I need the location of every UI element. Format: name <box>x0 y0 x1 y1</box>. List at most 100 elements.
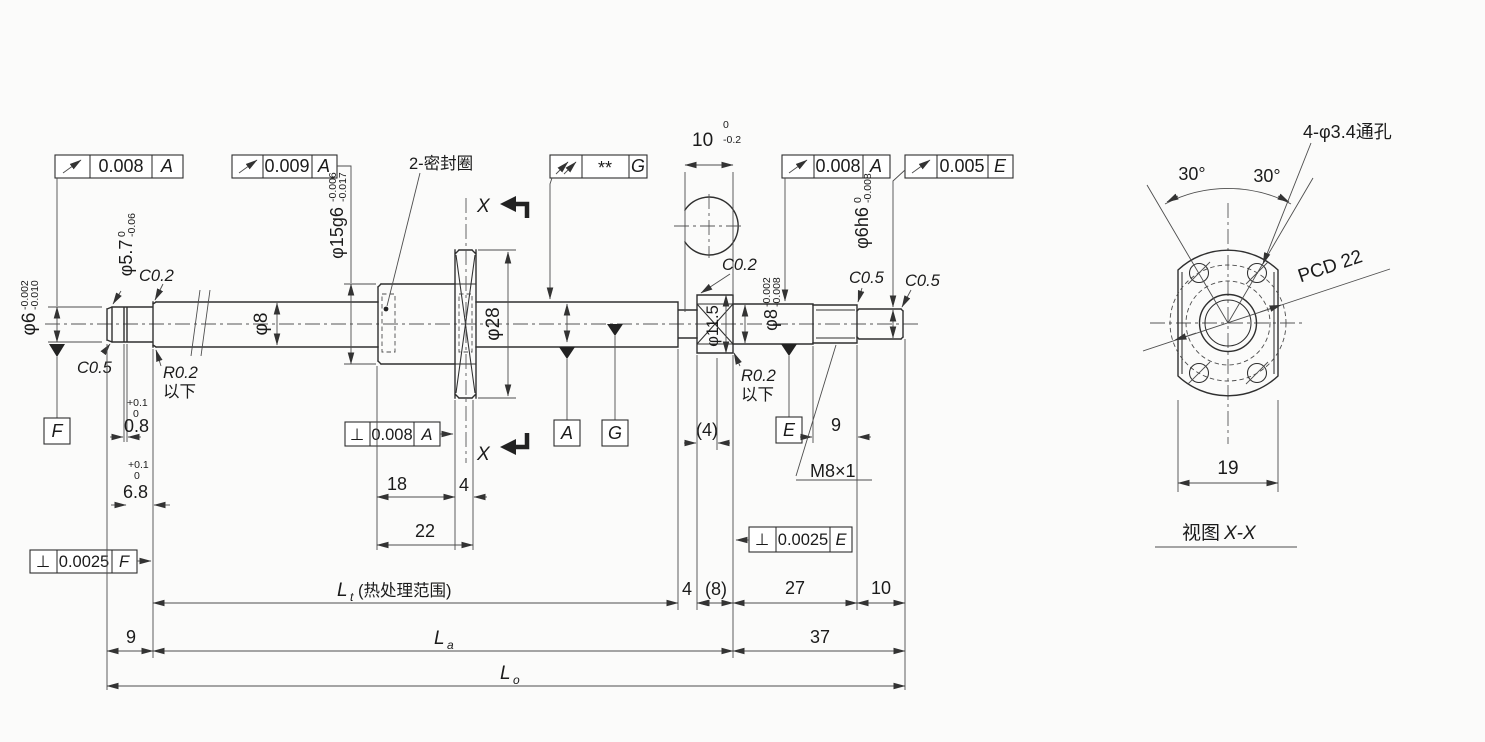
groove-08-dimension: +0.1 0 0.8 <box>110 344 149 442</box>
dia6h6-label: φ6h6 <box>852 207 872 249</box>
dia8j-label: φ8 <box>761 309 781 331</box>
perp-icon: ⊥ <box>755 531 769 549</box>
dim-9-thread: 9 <box>831 415 841 435</box>
xx-centerlines <box>1150 203 1306 444</box>
bolt-circle <box>1169 264 1287 382</box>
dim-22: 22 <box>415 521 435 541</box>
seal-ring-right <box>458 293 473 353</box>
chamfer-c05-left: C0.5 <box>77 359 113 377</box>
groove-10-dimension: 10 0 -0.2 <box>684 119 741 312</box>
chamfer-c05-end: C0.5 <box>905 272 941 290</box>
shaft-outline <box>106 289 904 357</box>
fcf2-datum: A <box>317 156 330 176</box>
w08-value: 0.8 <box>124 416 149 436</box>
dia6h6-lower-tol: -0.008 <box>862 173 874 203</box>
flange-outline <box>1177 249 1279 397</box>
r02-label: R0.2 <box>163 364 198 382</box>
w68-value: 6.8 <box>123 482 148 502</box>
datum-g: G <box>601 324 629 447</box>
runout-arrow-icon <box>788 159 808 174</box>
r02-label: R0.2 <box>741 367 776 385</box>
dim-paren4: (4) <box>696 420 718 440</box>
fcf3-value: ** <box>598 158 612 178</box>
dim-10-bottom: 10 <box>871 578 891 598</box>
datum-box-a <box>553 419 581 447</box>
dia115-dimension: φ11.5 <box>704 294 730 354</box>
fcf1-datum: A <box>160 156 173 176</box>
datum-f-label: F <box>52 421 64 441</box>
dim-37: 37 <box>810 627 830 647</box>
fcf7-datum: A <box>420 426 432 444</box>
nut-length-dimensions: 18 4 22 <box>376 366 487 550</box>
dim-paren8: (8) <box>705 579 727 599</box>
lt-note: (热处理范围) <box>358 581 452 600</box>
section-arrow-top: X <box>476 196 530 218</box>
section-arrow-icon <box>500 196 516 212</box>
bottom-dimension-chains: L t (热处理范围) 4 (8) 27 10 9 L a 37 L o <box>106 339 906 690</box>
fcf-perp-f: ⊥ 0.0025 F <box>29 549 152 574</box>
dia6-dimension: φ6 -0.002 -0.010 F <box>19 280 102 445</box>
fcf7-value: 0.008 <box>371 426 412 444</box>
dim-27: 27 <box>785 578 805 598</box>
seal-callout: 2-密封圈 <box>386 154 473 307</box>
main-view: X X 0.008 A 0.009 A <box>19 119 1014 690</box>
g10-value: 10 <box>692 130 713 151</box>
bearing-seat-cross <box>696 303 734 345</box>
runout-arrow-icon <box>911 159 931 174</box>
center-bore-inner <box>1204 299 1252 347</box>
flange-cross <box>455 254 476 394</box>
nut-body-hidden-circle <box>1185 280 1271 366</box>
w68-lower-tol: 0 <box>134 470 140 482</box>
bolt-holes <box>1187 261 1269 385</box>
fcf4-datum: A <box>869 156 882 176</box>
fcf6-datum: F <box>119 553 130 571</box>
dia6h6-upper-tol: 0 <box>852 197 864 203</box>
dia57-label-group: φ5.7 0 -0.06 <box>112 213 138 305</box>
holes-callout: 4-φ3.4通孔 <box>1262 122 1392 265</box>
fcf-runout-2: 0.009 A <box>231 154 352 283</box>
fcf2-value: 0.009 <box>264 156 309 176</box>
la-letter: L <box>434 628 445 649</box>
dim-19: 19 <box>1217 458 1238 479</box>
thread-callout: M8×1 <box>795 344 872 481</box>
width-19-dimension: 19 <box>1177 400 1279 492</box>
center-bore-outer <box>1198 293 1258 353</box>
dia8-label: φ8 <box>251 313 272 336</box>
angle-dimensions: 30° 30° <box>1146 164 1314 324</box>
fcf8-value: 0.0025 <box>778 531 828 549</box>
w08-upper-tol: +0.1 <box>127 397 148 409</box>
seal-leader-dot <box>383 306 389 312</box>
datum-f-triangle <box>49 344 65 357</box>
dia8-left-dimension: φ8 <box>251 302 281 346</box>
flange-flat-edges <box>1181 272 1275 374</box>
chamfer-c02-right: C0.2 <box>722 256 757 274</box>
fcf-runout-5: 0.005 E <box>889 154 1014 308</box>
view-xx: 30° 30° 4-φ3.4通孔 PCD 22 19 视图 X-X <box>1142 122 1392 548</box>
fcf-runout-1: 0.008 A <box>54 154 184 306</box>
dia6-upper-tol: -0.002 <box>19 280 31 310</box>
dim-4-bottom: 4 <box>682 579 692 599</box>
fcf-runout-4: 0.008 A <box>781 154 891 302</box>
total-runout-icon <box>563 161 577 175</box>
dim-4: 4 <box>459 475 469 495</box>
lt-subscript: t <box>350 590 354 604</box>
break-mark <box>190 289 211 357</box>
section-x-label-bottom: X <box>476 444 491 465</box>
dia8j-lower-tol: -0.008 <box>771 277 783 307</box>
dia6h6-dimension: φ6h6 0 -0.008 <box>852 173 897 339</box>
angle-30-left: 30° <box>1178 164 1205 184</box>
chamfer-c05-mid: C0.5 <box>849 269 885 287</box>
dia28-label: φ28 <box>483 307 504 340</box>
seal-label: 2-密封圈 <box>409 154 473 173</box>
thread-minor-lines <box>816 309 855 339</box>
dia8j-upper-tol: -0.002 <box>761 277 773 307</box>
lt-label: L t (热处理范围) <box>337 580 452 604</box>
fcf5-value: 0.005 <box>939 156 984 176</box>
dia8-journal-dimension: φ8 -0.002 -0.008 <box>741 277 783 344</box>
datum-g-label: G <box>608 423 622 443</box>
dia6-label: φ6 <box>19 313 40 336</box>
perp-icon: ⊥ <box>350 426 364 444</box>
w08-lower-tol: 0 <box>133 408 139 420</box>
